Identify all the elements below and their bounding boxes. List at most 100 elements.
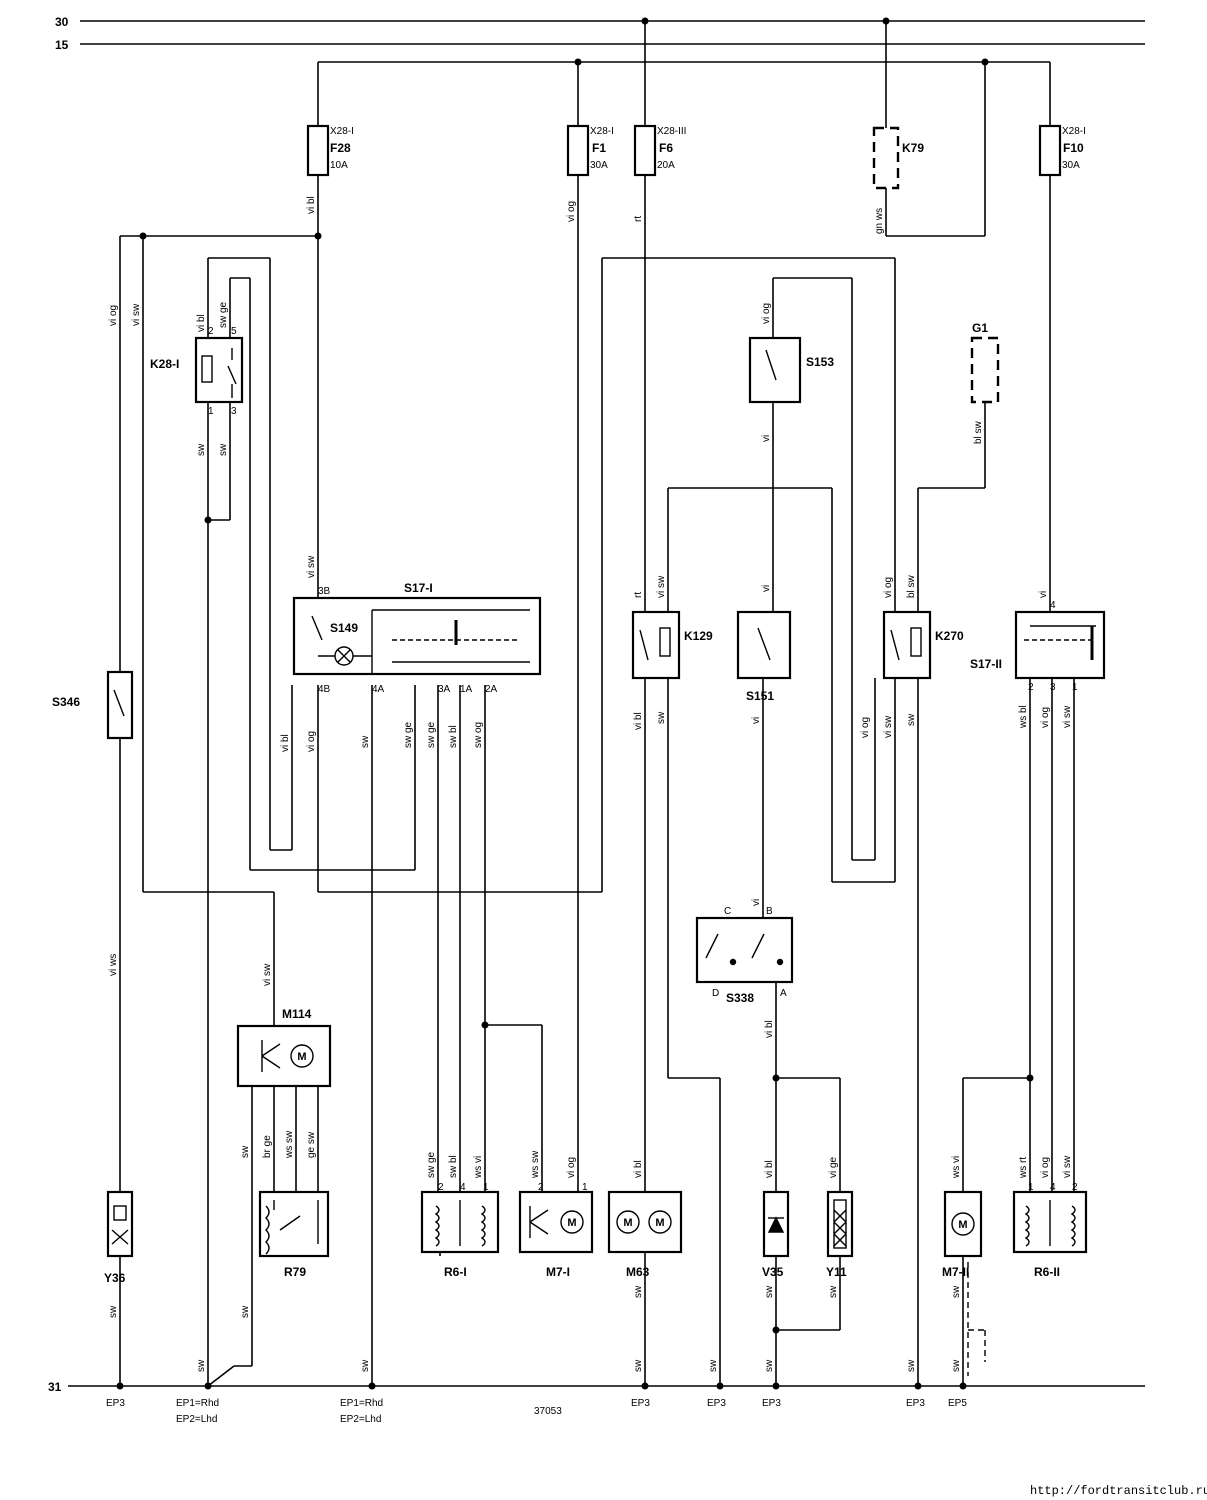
ground-point-label: EP3 (906, 1398, 925, 1409)
pin-label: 2 (1072, 1182, 1078, 1193)
heater-coil-icon (1070, 1205, 1076, 1247)
r6ii-label: R6-II (1034, 1265, 1060, 1279)
motor-icon (951, 1212, 975, 1236)
wire-label: ws rt (1018, 1157, 1029, 1179)
svg-text:M: M (567, 1217, 576, 1229)
pin-label: 5 (231, 326, 237, 337)
pin-label: 3B (318, 586, 331, 597)
pin-label: 4 (460, 1182, 466, 1193)
wire-label: sw bl (448, 725, 459, 748)
pin-label: 4 (1050, 600, 1056, 611)
fuse-f28-ref: X28-I (330, 126, 354, 137)
diagram-number: 37053 (534, 1406, 562, 1417)
switch-s153-body (748, 336, 802, 404)
fuse-f1-body (566, 124, 590, 177)
wire-label: vi sw (883, 715, 894, 738)
pin-label: 4B (318, 684, 331, 695)
resistor-coil-icon (265, 1205, 270, 1255)
pin-label: 1 (208, 406, 214, 417)
wire-label: sw ge (403, 721, 414, 748)
resistor-r79-body (258, 1190, 330, 1258)
wire-label: ws sw (284, 1130, 295, 1159)
heater-coil-icon (1024, 1205, 1030, 1247)
wire-label: vi bl (633, 712, 644, 730)
fuse-f6-body (633, 124, 657, 177)
wire-label: sw (218, 443, 229, 456)
pin-label: D (712, 988, 719, 999)
pin-label: 1 (1072, 682, 1078, 693)
motor-m7ii-body (943, 1190, 983, 1258)
pin-label: 3 (1050, 682, 1056, 693)
relay-k129-body (631, 610, 681, 680)
pin-label: 1 (1028, 1182, 1034, 1193)
wire-label: bl sw (906, 574, 917, 598)
fuse-f6-name: F6 (659, 141, 673, 155)
pin-label: 2 (1028, 682, 1034, 693)
pin-label: C (724, 906, 731, 917)
switch-s17ii-body (1014, 610, 1106, 680)
wire-label: bl sw (973, 420, 984, 444)
wire-label: sw (360, 735, 371, 748)
motor-icon (648, 1210, 672, 1234)
pin-label: B (766, 906, 773, 917)
wire-label: vi sw (1062, 705, 1073, 728)
component-symbols (111, 348, 1096, 1255)
fuse-f1-ref: X28-I (590, 126, 614, 137)
ground-point-label: EP3 (631, 1398, 650, 1409)
motor-icon (616, 1210, 640, 1234)
wire-label: vi bl (280, 734, 291, 752)
wire-label: sw (196, 1359, 207, 1372)
wire-label: sw (906, 713, 917, 726)
wire-label: ws sw (530, 1150, 541, 1179)
pin-label: 2 (208, 326, 214, 337)
m63-label: M63 (626, 1265, 650, 1279)
pin-label: 2 (438, 1182, 444, 1193)
motor-icon (290, 1044, 314, 1068)
wire-label: sw og (473, 722, 484, 748)
wire-label: br ge (262, 1135, 273, 1158)
wire-label: vi sw (262, 963, 273, 986)
wire-label: sw ge (426, 1151, 437, 1178)
relay-coil-icon (659, 627, 671, 657)
switch-contact-icon (765, 349, 777, 381)
switch-s338-body (695, 916, 794, 984)
s17ii-label: S17-II (970, 657, 1002, 671)
fuse-f10-body (1038, 124, 1062, 177)
s338-label: S338 (726, 991, 754, 1005)
wire-label: vi ws (108, 954, 119, 976)
wiring-lines (68, 20, 1145, 1387)
relay-k28-body (194, 336, 244, 404)
wire-label: vi bl (306, 196, 317, 214)
pin-label: 4A (372, 684, 385, 695)
component-bodies (106, 124, 1106, 1258)
pin-label: 2 (538, 1182, 544, 1193)
fuse-f10-ref: X28-I (1062, 126, 1086, 137)
s346-label: S346 (52, 695, 80, 709)
relay-k79-body (872, 126, 900, 190)
wire-label: vi og (566, 1157, 577, 1178)
ground-point-label: EP2=Lhd (340, 1414, 381, 1425)
relay-coil-icon (910, 627, 922, 657)
wire-label: rt (633, 592, 644, 598)
wire-label: sw (656, 711, 667, 724)
wire-label: vi ge (828, 1156, 839, 1178)
wire-label: sw (951, 1359, 962, 1372)
valve-y36-body (106, 1190, 134, 1258)
screen-dashed (967, 1262, 986, 1376)
valve-y11-body (826, 1190, 854, 1258)
wire-label: vi (751, 899, 762, 906)
wire-label: vi bl (764, 1160, 775, 1178)
wire-label: vi og (566, 201, 577, 222)
ground-point-label: EP1=Rhd (340, 1398, 383, 1409)
wire-label: vi og (1040, 707, 1051, 728)
wire-label: vi bl (633, 1160, 644, 1178)
r6i-label: R6-I (444, 1265, 467, 1279)
wire-labels: vi bl vi og rt gn ws vi og vi sw vi bl s… (108, 196, 1073, 1372)
s149-label: S149 (330, 621, 358, 635)
wire-label: sw (764, 1285, 775, 1298)
heater-coil-icon (480, 1205, 486, 1247)
pin-label: 1 (582, 1182, 588, 1193)
wire-label: sw (196, 443, 207, 456)
pin-label: 3 (231, 406, 237, 417)
ground-point-label: EP3 (762, 1398, 781, 1409)
